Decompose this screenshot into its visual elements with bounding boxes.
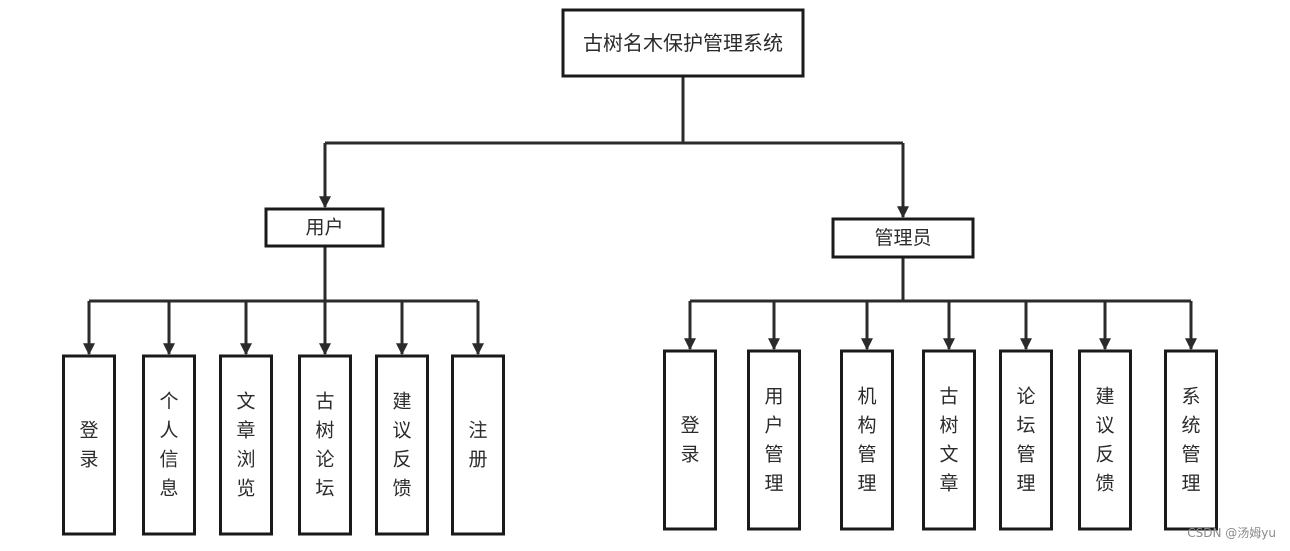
group-user-leaf-2-label: 文章浏览 [236, 391, 255, 500]
group-user-leaf-4: 建议反馈 [375, 354, 429, 536]
group-user-leaf-0-label: 登录 [79, 420, 98, 471]
group-user-leaf-5: 注册 [451, 354, 505, 536]
group-user-leaf-3: 古树论坛 [298, 354, 352, 536]
group-user-leaf-3-box [298, 354, 352, 536]
group-admin-leaf-1-label: 用户管理 [764, 386, 783, 495]
group-user-leaf-4-box [375, 354, 429, 536]
group-admin-leaf-3: 古树文章 [922, 349, 976, 531]
group-user-node-box [264, 207, 385, 248]
root-node-label: 古树名木保护管理系统 [583, 31, 783, 55]
group-user-leaf-5-box [451, 354, 505, 536]
group-admin-leaf-6-label: 系统管理 [1181, 386, 1200, 495]
group-admin-leaf-1-box [747, 349, 801, 531]
group-user-leaf-4-label: 建议反馈 [392, 391, 411, 500]
group-user-leaf-5-label: 注册 [468, 420, 487, 471]
connector-lines [83, 76, 1197, 356]
group-admin-leaf-5: 建议反馈 [1078, 349, 1132, 531]
group-user-leaf-2-box [219, 354, 273, 536]
group-admin-leaf-6: 系统管理 [1164, 349, 1218, 531]
group-user-leaf-1: 个人信息 [142, 354, 196, 536]
group-admin-leaf-5-label: 建议反馈 [1095, 386, 1114, 495]
group-admin-node-box [831, 217, 975, 259]
root-node-box [561, 8, 805, 78]
group-admin-leaf-4-box [999, 349, 1053, 531]
group-user-leaf-1-label: 个人信息 [159, 391, 178, 500]
group-admin-leaf-4: 论坛管理 [999, 349, 1053, 531]
group-user-node: 用户 [264, 207, 385, 248]
group-user-leaf-0: 登录 [62, 354, 116, 536]
group-admin-leaf-3-box [922, 349, 976, 531]
group-admin-leaf-4-label: 论坛管理 [1016, 386, 1035, 495]
group-user-node-label: 用户 [305, 217, 343, 239]
group-admin-node-label: 管理员 [874, 227, 931, 249]
group-admin-leaf-3-label: 古树文章 [939, 386, 958, 495]
group-user-leaf-0-box [62, 354, 116, 536]
group-user-leaf-1-box [142, 354, 196, 536]
group-admin-leaf-1: 用户管理 [747, 349, 801, 531]
group-admin-leaf-2-box [840, 349, 894, 531]
group-admin-leaf-0: 登录 [663, 349, 717, 531]
group-admin-leaf-0-label: 登录 [680, 415, 699, 466]
group-admin-leaf-5-box [1078, 349, 1132, 531]
watermark: CSDN @汤姆yu [1187, 526, 1276, 540]
group-admin-leaf-6-box [1164, 349, 1218, 531]
group-user-leaf-2: 文章浏览 [219, 354, 273, 536]
group-user-leaf-3-label: 古树论坛 [315, 391, 334, 500]
group-admin-node: 管理员 [831, 217, 975, 259]
group-admin-leaf-0-box [663, 349, 717, 531]
group-admin-leaf-2-label: 机构管理 [857, 386, 876, 495]
root-node: 古树名木保护管理系统 [561, 8, 805, 78]
group-admin-leaf-2: 机构管理 [840, 349, 894, 531]
